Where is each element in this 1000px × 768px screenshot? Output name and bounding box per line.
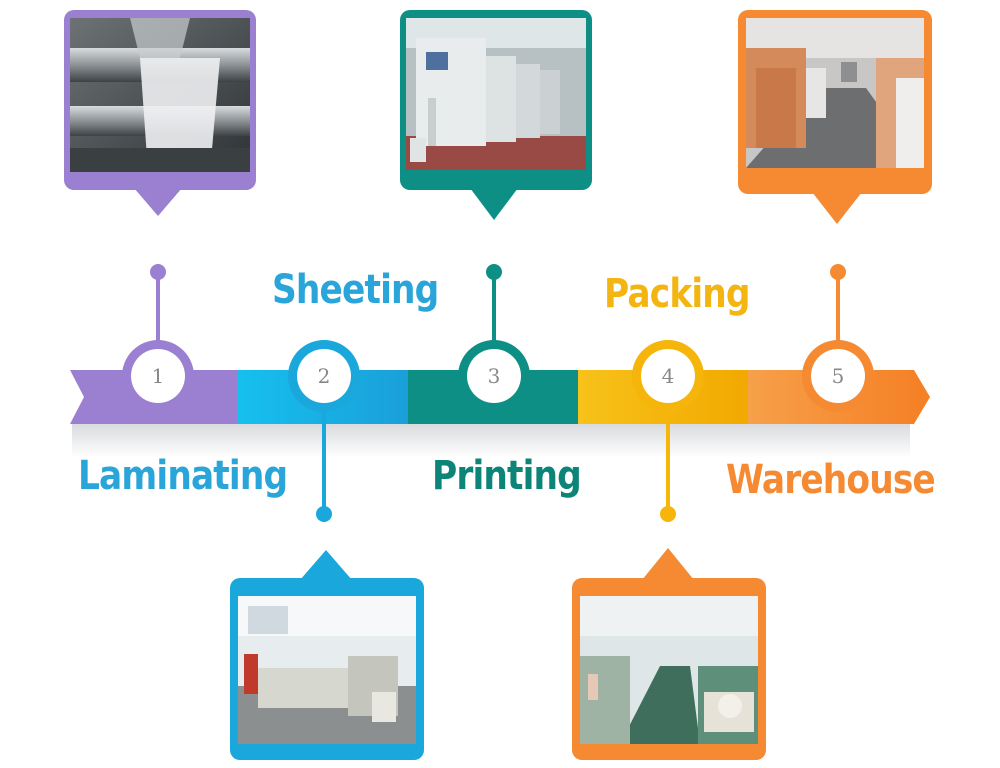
step-circle-1: 1 <box>122 340 194 412</box>
step-number-4: 4 <box>662 364 675 388</box>
pointer-printing <box>470 188 518 220</box>
step-number-2: 2 <box>318 364 331 388</box>
connector-3 <box>486 264 502 342</box>
step-label-warehouse: Warehouse <box>726 457 936 503</box>
warehouse-photo <box>746 18 924 168</box>
band-shadow <box>72 424 910 458</box>
step-circle-4: 4 <box>632 340 704 412</box>
connector-2 <box>316 410 332 522</box>
step-number-3: 3 <box>488 364 501 388</box>
step-label-laminating: Laminating <box>78 453 288 499</box>
pointer-laminating <box>134 188 182 216</box>
pointer-packing <box>642 548 694 580</box>
connector-5 <box>830 264 846 342</box>
connector-4 <box>660 410 676 522</box>
pointer-warehouse <box>812 192 862 224</box>
step-label-sheeting: Sheeting <box>272 267 439 313</box>
step-circle-2: 2 <box>288 340 360 412</box>
printing-press-photo <box>406 18 586 170</box>
step-number-5: 5 <box>832 364 845 388</box>
step-label-printing: Printing <box>432 453 582 499</box>
step-circle-5: 5 <box>802 340 874 412</box>
packing-line-photo <box>580 596 758 744</box>
step-number-1: 1 <box>152 364 165 388</box>
connector-1 <box>150 264 166 342</box>
step-label-packing: Packing <box>604 271 751 317</box>
pointer-sheeting <box>300 550 352 580</box>
sheeting-workshop-photo <box>238 596 416 744</box>
step-circle-3: 3 <box>458 340 530 412</box>
laminating-machine-photo <box>70 18 250 172</box>
